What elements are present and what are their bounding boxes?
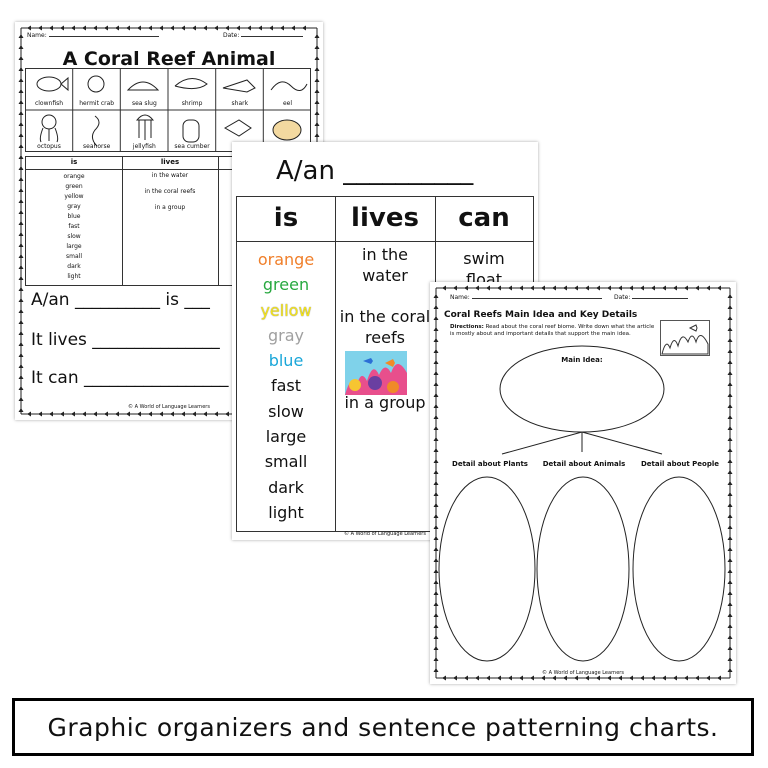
credit-line: © A World of Language Learners	[344, 531, 426, 537]
is-color-word-list: orange green yellow gray blue fast slow large sm…	[237, 247, 335, 525]
is-word: green	[65, 183, 83, 190]
is-word: large	[265, 427, 307, 447]
is-word: gray	[67, 203, 81, 210]
is-word: large	[66, 243, 82, 250]
main-idea-graphic-organizer: Name: Date: Coral Reefs Main Idea and Ke…	[430, 282, 736, 684]
is-word: orange	[63, 173, 85, 180]
lives-word: in the coral reefs	[144, 188, 196, 195]
animal-name-label: jellyfish	[132, 143, 156, 150]
is-word: fast	[68, 223, 80, 230]
lives-in-the-coral: in the coral	[339, 307, 431, 326]
directions-body: Read about the coral reef biome. Write d…	[450, 324, 655, 337]
name-field[interactable]: Name:	[27, 32, 159, 39]
sheet1-title: A Coral Reef Animal	[62, 48, 276, 70]
name-label: Name:	[27, 32, 47, 39]
detail-animals-label: Detail about Animals	[542, 460, 626, 468]
is-word: yellow	[260, 300, 312, 320]
organizer-title: Coral Reefs Main Idea and Key Details	[444, 310, 638, 320]
is-word: slow	[67, 233, 81, 240]
pufferfish-icon	[272, 119, 302, 141]
name-label: Name:	[450, 294, 470, 301]
lives-word-list: in the water in the coral reefs in a gro…	[122, 172, 218, 211]
animal-grid-lines	[25, 68, 311, 152]
is-column-header: is	[70, 158, 78, 166]
lives-water: water	[362, 266, 408, 285]
is-word: fast	[270, 376, 302, 396]
shrimp-icon	[174, 78, 208, 90]
jellyfish-icon	[135, 114, 155, 140]
animal-name-label: shark	[231, 100, 249, 107]
organizer-diagram	[438, 345, 726, 662]
is-word: small	[264, 452, 308, 472]
arrow-border-sheet1	[18, 25, 320, 417]
can-swim: swim	[463, 249, 505, 268]
octopus-icon	[41, 114, 57, 130]
is-word: small	[66, 253, 82, 260]
animal-name-label: sea cumber	[174, 143, 210, 150]
animal-name-label: clownfish	[34, 100, 64, 107]
date-field[interactable]: Date:	[614, 294, 689, 301]
shark-icon	[222, 79, 256, 93]
lives-header: lives	[351, 203, 419, 233]
eel-icon	[270, 81, 308, 91]
directions-label: Directions:	[450, 324, 484, 330]
coral-reef-sketch	[660, 320, 710, 356]
is-word: yellow	[64, 193, 84, 200]
is-word-list: orange green yellow gray blue fast slow large sm…	[26, 172, 122, 282]
seahorse-icon	[91, 115, 100, 147]
animal-name-label: seahorse	[83, 143, 111, 150]
is-word: green	[262, 275, 310, 295]
date-field[interactable]: Date:	[223, 32, 304, 39]
directions-text: Directions: Read about the coral reef bi…	[450, 324, 656, 338]
lives-in-a-group: in a group	[344, 393, 426, 412]
plants-detail-oval	[438, 476, 536, 662]
sentence-frame-1: A/an __________ is ___	[31, 290, 210, 310]
is-word: blue	[67, 213, 81, 220]
main-idea-label: Main Idea:	[561, 356, 603, 364]
sea-cucumber-icon	[182, 119, 200, 143]
caption-text: Graphic organizers and sentence patterni…	[47, 712, 719, 742]
animals-detail-oval	[536, 476, 630, 662]
animal-name-label: shrimp	[181, 100, 203, 107]
lives-column-header: lives	[160, 158, 180, 166]
people-detail-oval	[632, 476, 726, 662]
arrow-border-sheet3	[433, 285, 733, 681]
sea-slug-icon	[126, 81, 160, 91]
is-word: slow	[268, 401, 304, 421]
caption-banner: Graphic organizers and sentence patterni…	[12, 698, 754, 756]
is-word: dark	[67, 263, 81, 270]
credit-line: © A World of Language Learners	[128, 404, 210, 410]
animal-picture-grid: clownfish hermit crab sea slug shrimp shark e…	[25, 68, 311, 152]
lives-in-the: in the	[362, 245, 408, 264]
coral-reef-picture	[345, 351, 407, 395]
sentence-frame-2: It lives _______________	[31, 330, 220, 350]
date-label: Date:	[223, 32, 240, 39]
lives-word: in the water	[151, 172, 189, 179]
date-label: Date:	[614, 294, 631, 301]
lives-entries: in the water in the coral reefs in a gro…	[335, 245, 435, 412]
animal-name-label: eel	[282, 100, 293, 107]
is-word: orange	[257, 250, 315, 269]
animal-name-label: hermit crab	[79, 100, 115, 107]
lives-reefs: reefs	[365, 328, 405, 347]
can-header: can	[458, 203, 510, 233]
is-word: light	[67, 273, 81, 280]
animal-name-label: sea slug	[131, 100, 157, 107]
credit-line: © A World of Language Learners	[542, 670, 624, 676]
name-field[interactable]: Name:	[450, 294, 602, 301]
is-word: light	[268, 502, 304, 522]
sentence-frame-3: It can _________________	[31, 368, 229, 388]
is-word: blue	[268, 351, 304, 371]
clownfish-icon	[36, 76, 62, 92]
is-header: is	[273, 203, 299, 233]
detail-plants-label: Detail about Plants	[452, 460, 528, 468]
detail-people-label: Detail about People	[640, 460, 720, 468]
is-word: gray	[267, 325, 304, 345]
sea-turtle-icon	[223, 119, 252, 137]
chart-title: A/an __________	[276, 156, 474, 186]
lives-word: in a group	[154, 204, 186, 211]
animal-name-label: octopus	[37, 143, 61, 150]
is-word: dark	[268, 477, 304, 497]
hermit-crab-icon	[87, 75, 105, 93]
